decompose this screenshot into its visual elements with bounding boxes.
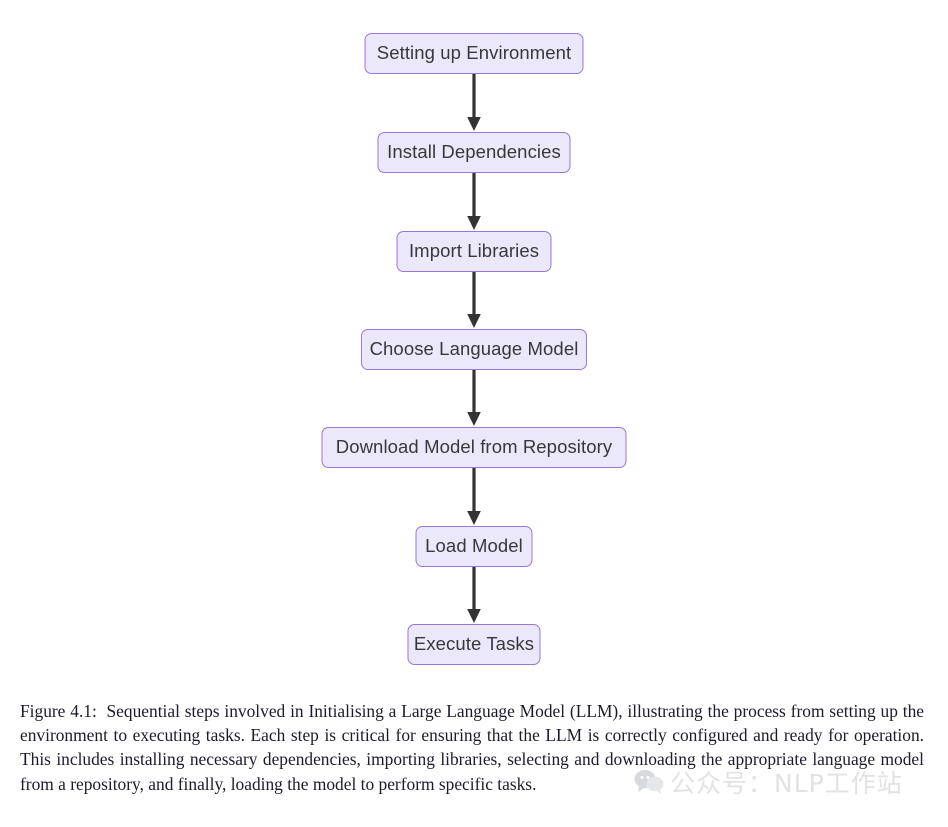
flow-node-setting-up-environment[interactable]: Setting up Environment [364, 33, 584, 74]
figure-caption-spacer [97, 701, 107, 721]
flow-arrow-3 [463, 272, 485, 329]
flow-node-label: Download Model from Repository [335, 436, 613, 458]
flow-node-download-model-from-repository[interactable]: Download Model from Repository [321, 427, 627, 468]
flow-node-label: Install Dependencies [387, 141, 561, 163]
flow-arrow-1 [463, 74, 485, 132]
flow-node-execute-tasks[interactable]: Execute Tasks [407, 624, 541, 665]
flow-arrow-2 [463, 173, 485, 231]
figure-caption-text: Sequential steps involved in Initialisin… [20, 701, 924, 794]
flow-node-import-libraries[interactable]: Import Libraries [396, 231, 552, 272]
figure-caption-block: Figure 4.1: Sequential steps involved in… [20, 699, 924, 796]
flow-node-load-model[interactable]: Load Model [415, 526, 533, 567]
flow-node-install-dependencies[interactable]: Install Dependencies [377, 132, 571, 173]
flow-arrow-5 [463, 468, 485, 526]
flow-arrow-4 [463, 370, 485, 427]
figure-caption: Figure 4.1: Sequential steps involved in… [20, 699, 924, 796]
flow-node-label: Choose Language Model [369, 338, 579, 360]
figure-caption-label: Figure 4.1: [20, 701, 97, 721]
flow-node-choose-language-model[interactable]: Choose Language Model [361, 329, 587, 370]
flow-node-label: Setting up Environment [376, 42, 572, 64]
flow-node-label: Import Libraries [408, 240, 540, 262]
flow-arrow-6 [463, 567, 485, 624]
flowchart-diagram: Setting up Environment Install Dependenc… [321, 33, 627, 665]
flow-node-label: Load Model [425, 535, 523, 557]
flow-node-label: Execute Tasks [413, 633, 535, 655]
